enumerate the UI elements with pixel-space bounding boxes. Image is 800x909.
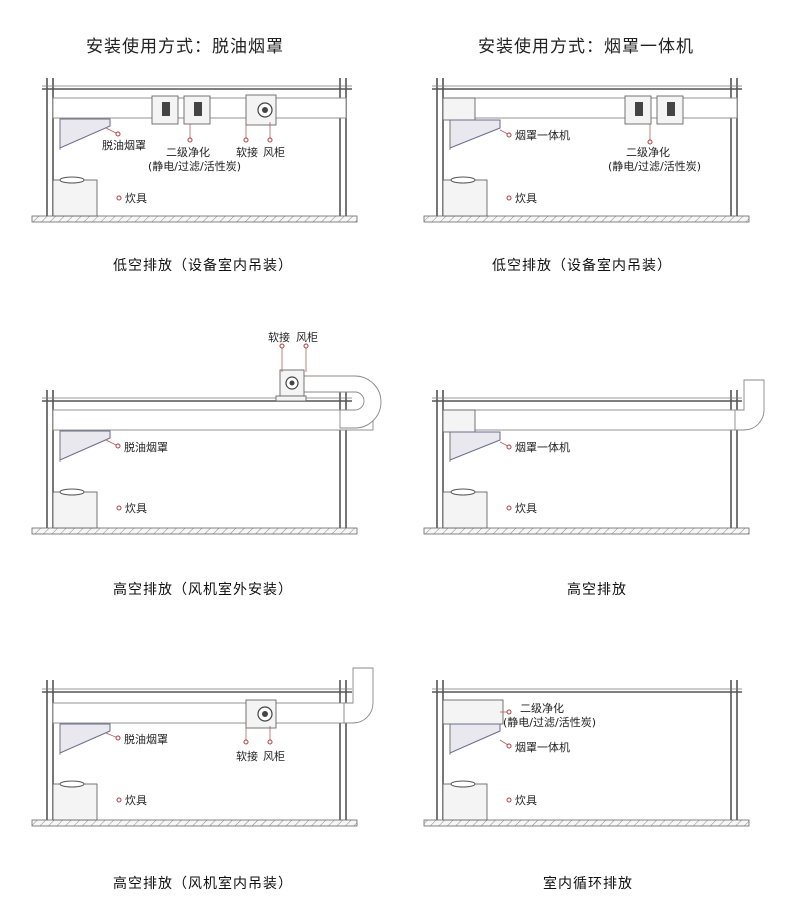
label-purify: 二级净化: [520, 701, 564, 715]
label-stove: 炊具: [515, 794, 537, 807]
label-fan-cabinet: 风柜: [263, 146, 285, 159]
label-stove: 炊具: [515, 192, 537, 205]
caption-5: 高空排放（风机室内吊装）: [113, 876, 293, 892]
panel-5-high-emission-indoor-fan: 脱油烟罩 软接 风柜 炊具: [31, 667, 374, 827]
label-purify-detail: (静电/过滤/活性炭): [608, 159, 701, 173]
label-hood-unit: 烟罩一体机: [515, 740, 570, 754]
panel-3-high-emission-outdoor-fan: 脱油烟罩 软接 风柜 炊具: [31, 330, 382, 535]
caption-4: 高空排放: [567, 582, 627, 598]
label-stove: 炊具: [125, 192, 147, 205]
label-purify-detail: (静电/过滤/活性炭): [148, 159, 241, 173]
label-purify: 二级净化: [626, 145, 670, 159]
label-soft-joint: 软接: [268, 330, 290, 344]
label-oil-hood: 脱油烟罩: [102, 138, 146, 152]
caption-1: 低空排放（设备室内吊装）: [113, 258, 293, 274]
caption-6: 室内循环排放: [543, 876, 633, 892]
panel-4-high-emission: 烟罩一体机 炊具: [423, 379, 765, 535]
label-stove: 炊具: [125, 502, 147, 515]
header-oil-hood: 安装使用方式：脱油烟罩: [86, 37, 284, 57]
label-hood-unit: 烟罩一体机: [515, 128, 570, 142]
panel-2-low-emission-hood-unit: 烟罩一体机 二级净化 (静电/过滤/活性炭) 炊具: [423, 78, 750, 223]
label-fan-cabinet: 风柜: [296, 331, 318, 344]
label-soft-joint: 软接: [236, 145, 258, 159]
caption-3: 高空排放（风机室外安装）: [113, 582, 293, 598]
panel-1-low-emission-oil-hood: 脱油烟罩 二级净化 (静电/过滤/活性炭) 软接 风柜 炊具: [31, 78, 358, 223]
stove-base: [52, 179, 98, 217]
label-hood-unit: 烟罩一体机: [515, 440, 570, 454]
caption-2: 低空排放（设备室内吊装）: [492, 258, 672, 274]
label-oil-hood: 脱油烟罩: [124, 732, 168, 746]
label-fan-cabinet: 风柜: [263, 750, 285, 763]
label-purify-detail: (静电/过滤/活性炭): [503, 715, 596, 729]
label-stove: 炊具: [125, 794, 147, 807]
label-oil-hood: 脱油烟罩: [124, 440, 168, 454]
label-stove: 炊具: [515, 502, 537, 515]
header-hood-unit: 安装使用方式：烟罩一体机: [478, 37, 694, 57]
panel-6-indoor-circulation: 二级净化 (静电/过滤/活性炭) 烟罩一体机 炊具: [423, 680, 750, 827]
label-purify: 二级净化: [166, 145, 210, 159]
label-soft-joint: 软接: [236, 749, 258, 763]
